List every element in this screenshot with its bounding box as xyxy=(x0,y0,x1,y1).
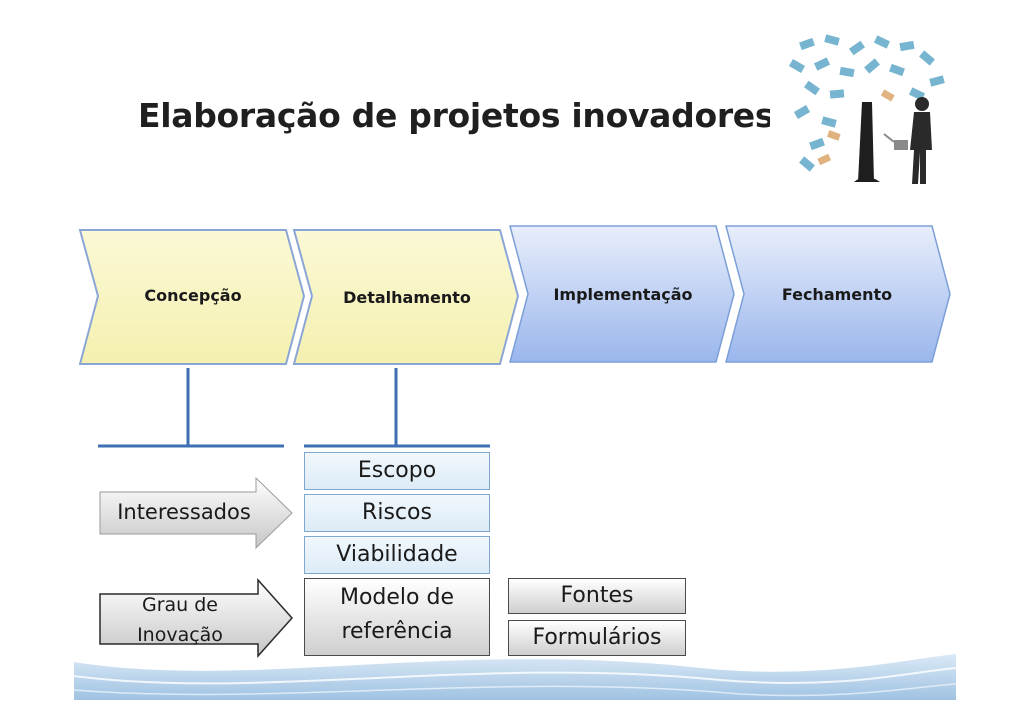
phase-label-fechamento: Fechamento xyxy=(781,285,893,304)
phase-chevron-fechamento xyxy=(725,225,951,363)
modelo-referencia-line1: Modelo de xyxy=(339,585,454,610)
fontes-label: Fontes xyxy=(560,583,634,608)
grau-inovacao-arrow xyxy=(99,578,294,658)
formularios-label: Formulários xyxy=(532,625,662,650)
escopo-label: Escopo xyxy=(357,458,437,483)
phase-chevron-implementacao xyxy=(509,225,735,363)
fontes-box: Fontes xyxy=(508,578,686,614)
viabilidade-label: Viabilidade xyxy=(336,542,458,567)
money-tree-photo xyxy=(770,32,956,190)
phase-label-detalhamento: Detalhamento xyxy=(343,288,471,307)
viabilidade-box: Viabilidade xyxy=(304,536,490,574)
formularios-box: Formulários xyxy=(508,620,686,656)
modelo-referencia-box: Modelo de referência xyxy=(304,578,490,656)
riscos-label: Riscos xyxy=(362,500,432,525)
modelo-referencia-line2: referência xyxy=(341,619,453,644)
grau-inovacao-label-line2: Inovação xyxy=(137,624,223,646)
interessados-arrow xyxy=(99,476,293,550)
phase-chevron-detalhamento xyxy=(292,229,520,365)
escopo-box: Escopo xyxy=(304,452,490,490)
phase-label-implementacao: Implementação xyxy=(553,285,693,304)
page-title: Elaboração de projetos inovadores xyxy=(138,96,775,135)
riscos-box: Riscos xyxy=(304,494,490,532)
wave-decoration xyxy=(74,654,956,700)
phase-label-concepcao: Concepção xyxy=(144,286,242,305)
phase-chevron-concepcao xyxy=(78,229,306,365)
interessados-label: Interessados xyxy=(117,500,251,524)
grau-inovacao-label-line1: Grau de xyxy=(141,594,218,616)
